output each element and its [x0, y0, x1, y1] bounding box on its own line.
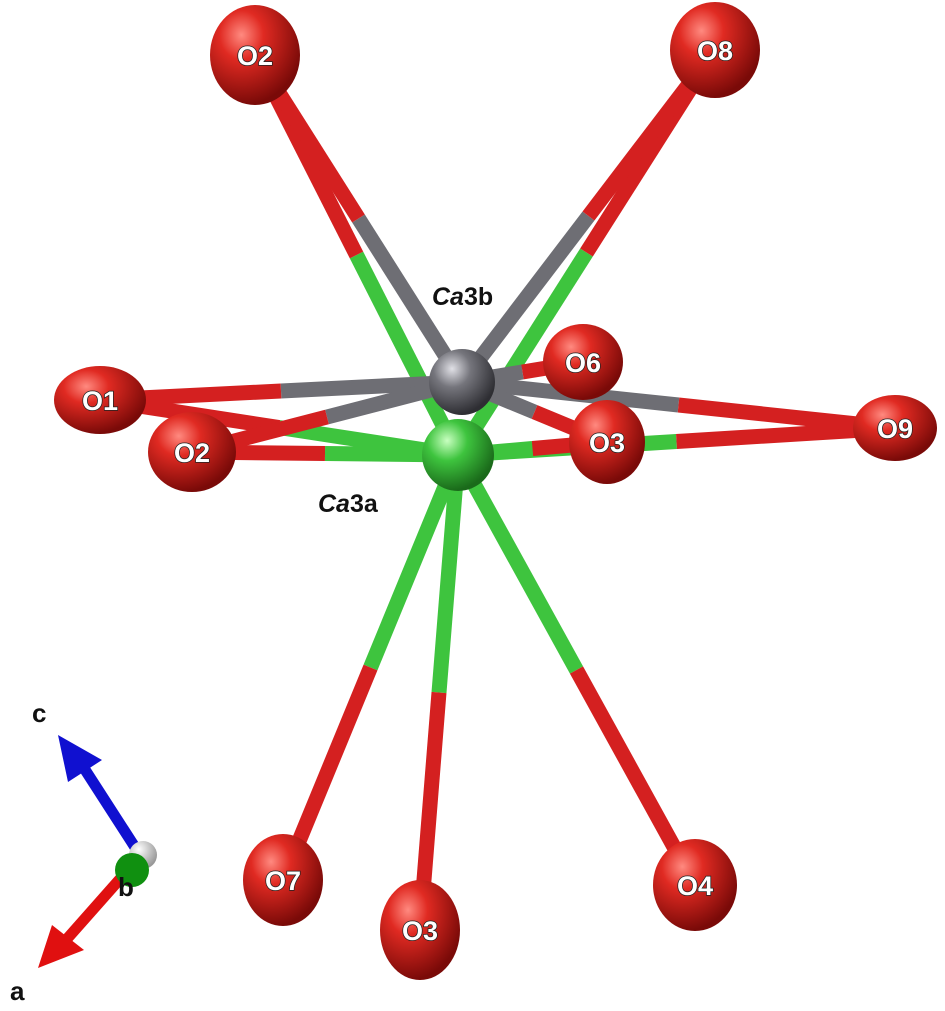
bond-ca3a-o4-metal — [451, 451, 584, 674]
oxygen-atom — [543, 324, 623, 400]
atom-o2top: O2 — [210, 5, 300, 105]
atom-o6: O6 — [543, 324, 623, 400]
bond-ca3a-o8-metal — [451, 248, 593, 460]
b-axis-sphere — [115, 853, 149, 887]
oxygen-atom — [569, 400, 645, 484]
label-ca3b: Ca3b — [432, 283, 493, 311]
c-axis-label: c — [32, 698, 46, 728]
atom-label: O2 — [174, 438, 210, 468]
oxygen-atom — [243, 834, 323, 926]
a-axis-arrowhead — [38, 925, 84, 968]
atom-label: O3 — [589, 428, 625, 458]
atom-label: O4 — [677, 871, 713, 901]
c-axis-arrowhead — [58, 735, 102, 782]
atom-ca3a — [422, 419, 494, 491]
atom-o9: O9 — [853, 395, 937, 461]
bond-ca3a-o7-metal — [363, 452, 465, 671]
atom-o4: O4 — [653, 839, 737, 931]
atom-ca3b — [429, 349, 495, 415]
oxygen-atom — [148, 412, 236, 492]
atom-label: O9 — [877, 414, 913, 444]
a-axis-label: a — [10, 976, 25, 1006]
atom-o3mid: O3 — [569, 400, 645, 484]
atom-label: O8 — [697, 36, 733, 66]
axis-triad: c b a — [10, 698, 157, 1006]
b-axis-label: b — [118, 872, 134, 902]
oxygen-atom — [670, 2, 760, 98]
atom-label: O7 — [265, 866, 301, 896]
oxygen-atom — [54, 366, 146, 434]
oxygen-atom — [653, 839, 737, 931]
atom-o3bot: O3 — [380, 880, 460, 980]
oxygen-atom — [210, 5, 300, 105]
atom-o2left: O2 — [148, 412, 236, 492]
bond-ca3b-o8-metal — [456, 211, 595, 387]
c-axis-shaft — [77, 762, 145, 858]
atom-label: O3 — [402, 916, 438, 946]
atom-o1: O1 — [54, 366, 146, 434]
atom-o8: O8 — [670, 2, 760, 98]
atom-o7: O7 — [243, 834, 323, 926]
bond-ca3a-o2top-metal — [349, 251, 465, 459]
atom-label: O6 — [565, 348, 601, 378]
oxygen-atom — [380, 880, 460, 980]
atom-label: O2 — [237, 41, 273, 71]
oxygen-atom — [853, 395, 937, 461]
label-ca3a: Ca3a — [318, 490, 379, 518]
atom-label: O1 — [82, 386, 118, 416]
bond-ca3a-o3bot-metal — [431, 454, 466, 694]
